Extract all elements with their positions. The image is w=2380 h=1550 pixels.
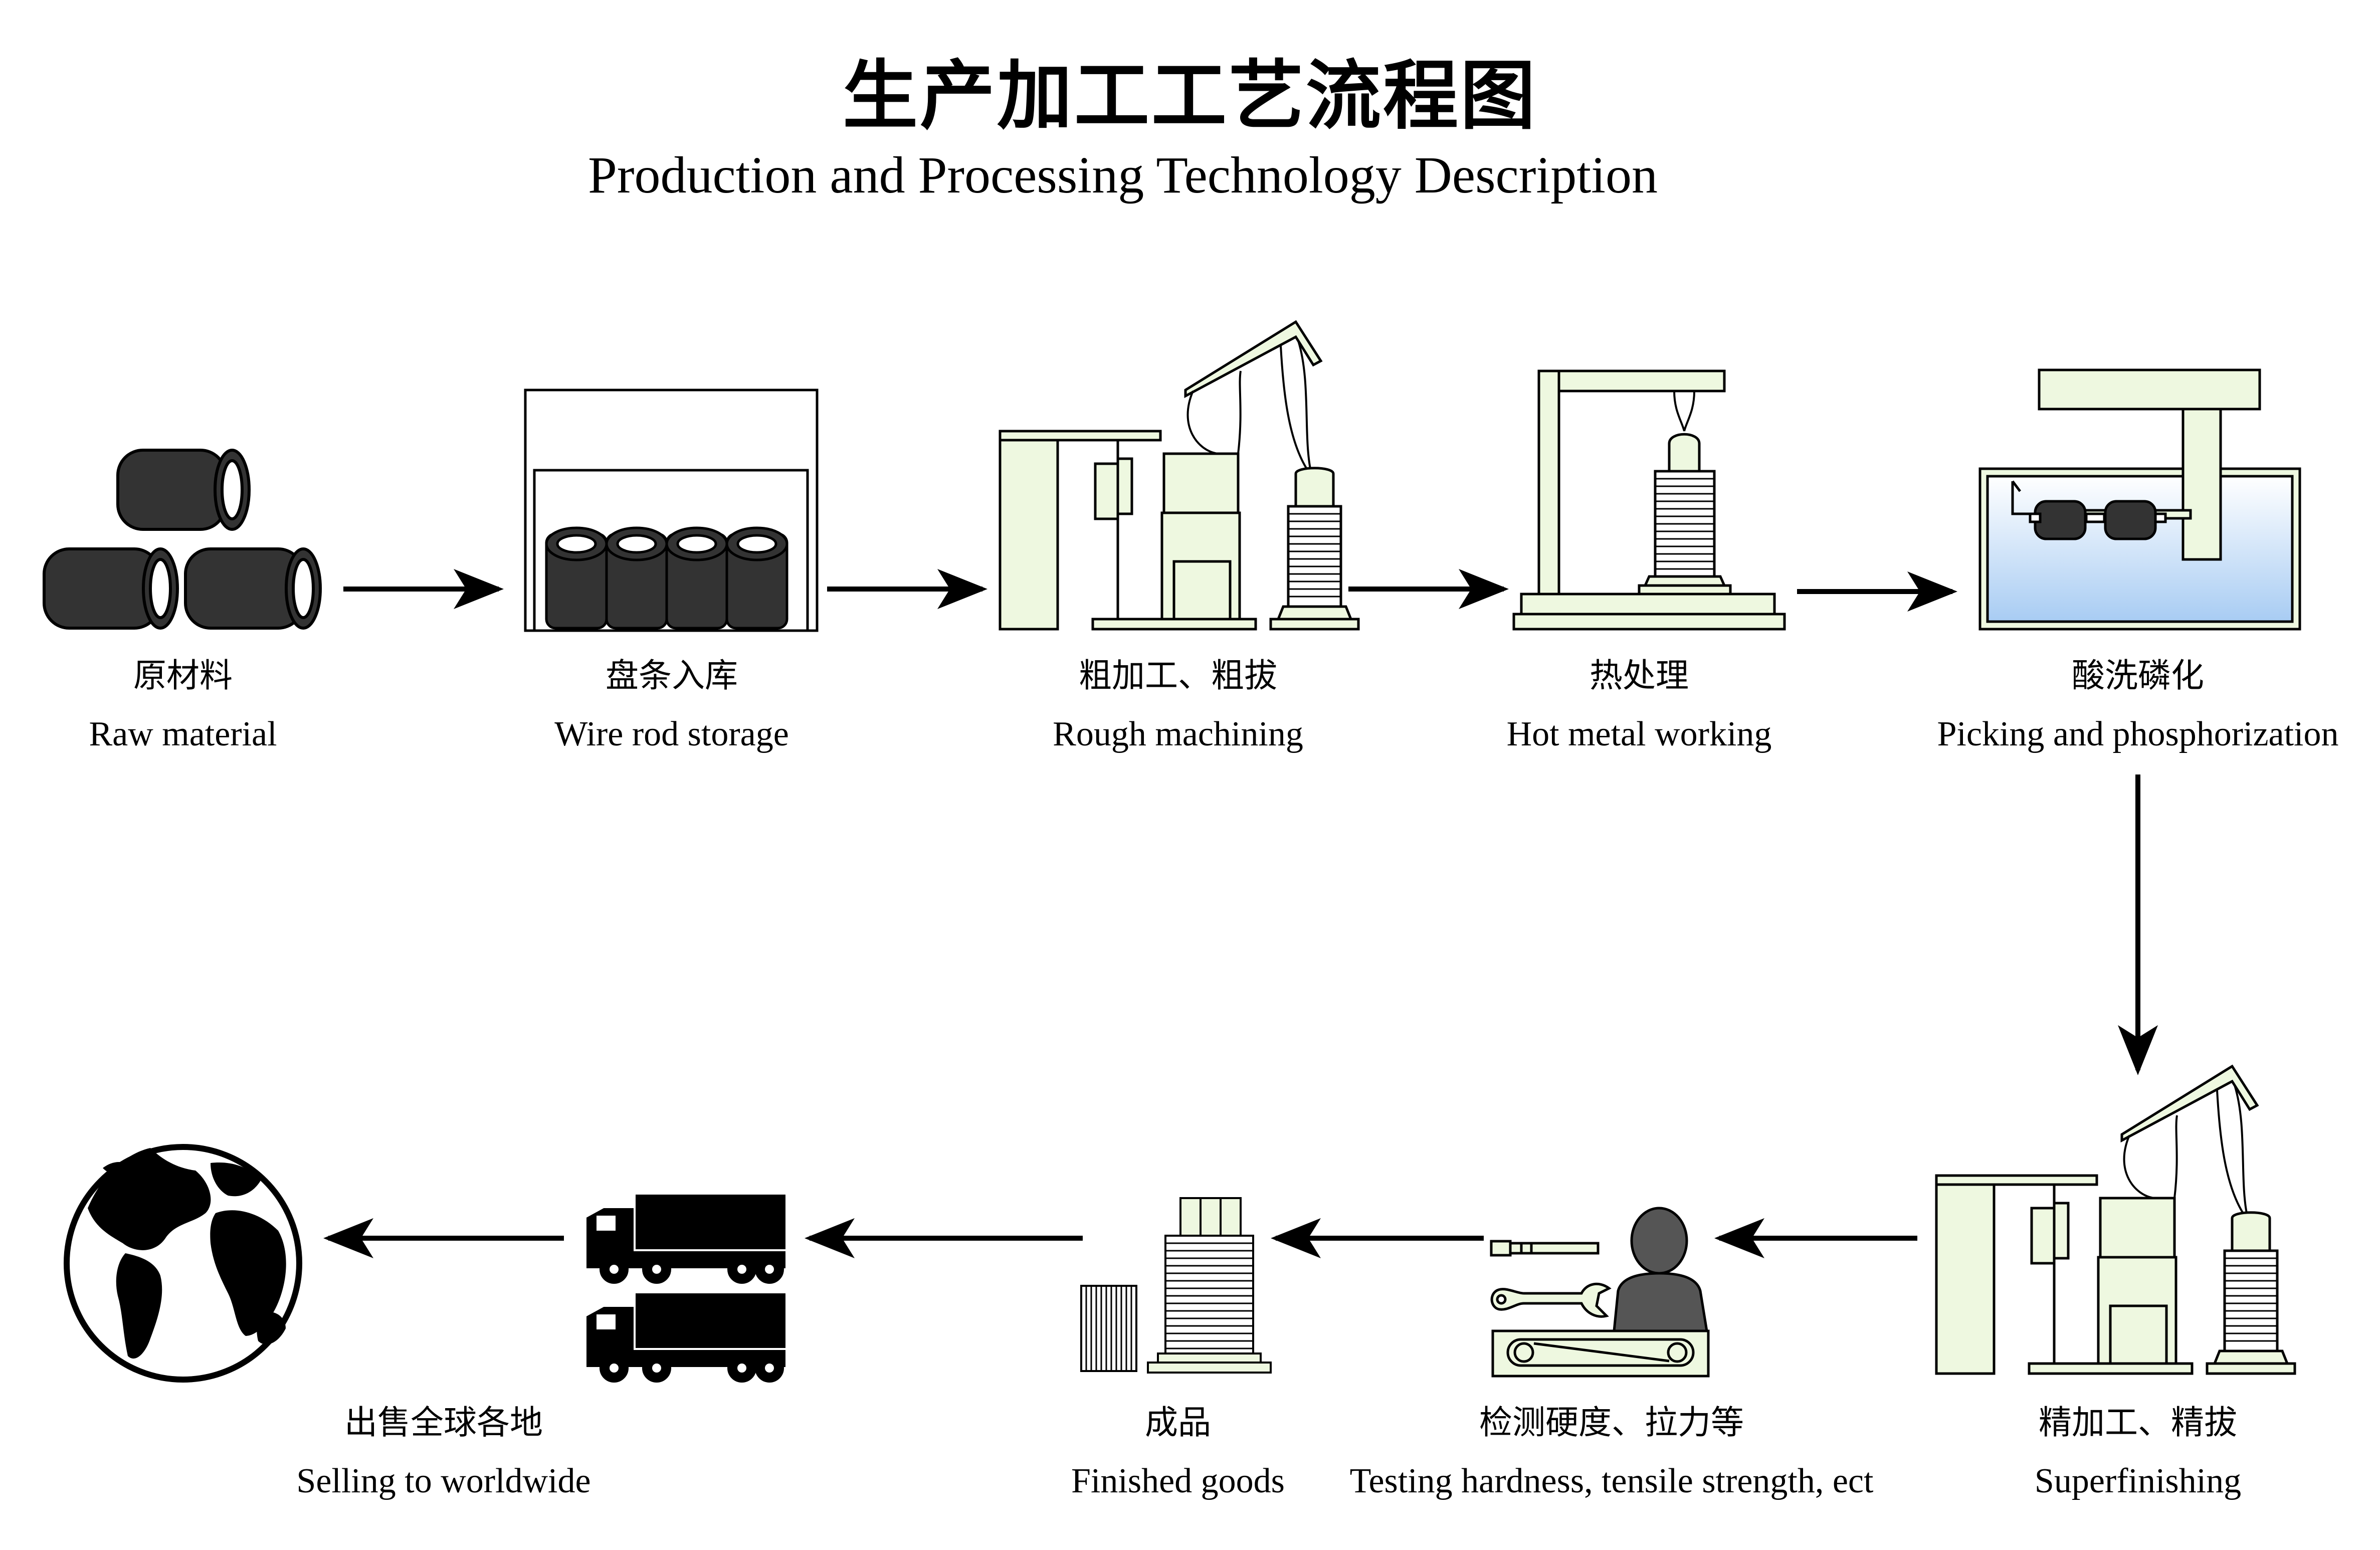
- step-label-selling: 出售全球各地 Selling to worldwide: [168, 1399, 719, 1509]
- step-label-cn: 原材料: [133, 656, 233, 695]
- heat-treatment-icon: [1512, 369, 1786, 631]
- step-label-en: Finished goods: [1071, 1462, 1285, 1500]
- person-icon: [1613, 1207, 1708, 1332]
- step-label-testing: 检测硬度、拉力等 Testing hardness, tensile stren…: [1336, 1399, 1887, 1509]
- step-label-cn: 精加工、精拔: [2039, 1403, 2237, 1442]
- step-label-cn: 成品: [1145, 1403, 1211, 1442]
- step-label-en: Testing hardness, tensile strength, ect: [1349, 1462, 1874, 1500]
- step-label-en: Picking and phosphorization: [1937, 715, 2339, 753]
- step-label-wire-rod-storage: 盘条入库 Wire rod storage: [396, 652, 947, 762]
- step-label-hot-metal-working: 热处理 Hot metal working: [1363, 652, 1915, 762]
- screwdriver-icon: [1490, 1240, 1600, 1257]
- warehouse-icon: [524, 389, 819, 632]
- wrench-icon: [1490, 1282, 1612, 1318]
- step-label-en: Selling to worldwide: [296, 1462, 591, 1500]
- step-label-cn: 热处理: [1590, 656, 1689, 695]
- step-label-cn: 检测硬度、拉力等: [1479, 1403, 1744, 1442]
- title-english: Production and Processing Technology Des…: [587, 146, 1658, 204]
- drawing-machine-icon-superfinishing: [1936, 1066, 2295, 1374]
- step-label-en: Superfinishing: [2034, 1462, 2242, 1500]
- inspector-tools-icon: [1490, 1207, 1710, 1378]
- conveyor-icon: [1491, 1329, 1710, 1378]
- step-label-superfinishing: 精加工、精拔 Superfinishing: [1862, 1399, 2380, 1509]
- title-chinese: 生产加工工艺流程图: [842, 53, 1537, 140]
- trucks-icon: [586, 1195, 785, 1383]
- step-label-rough-machining: 粗加工、粗拔 Rough machining: [902, 652, 1454, 762]
- globe-icon: [64, 1144, 302, 1383]
- step-label-en: Wire rod storage: [554, 715, 789, 753]
- step-label-cn: 出售全球各地: [344, 1403, 543, 1442]
- step-label-en: Rough machining: [1053, 715, 1303, 753]
- raw-material-coils-icon: [43, 449, 322, 630]
- truck-icon: [586, 1195, 785, 1284]
- flow-arrows: [323, 569, 2158, 1258]
- step-label-en: Raw material: [89, 715, 277, 753]
- finished-coil-icon: [1080, 1197, 1272, 1374]
- step-label-raw-material: 原材料 Raw material: [0, 652, 459, 762]
- step-label-cn: 酸洗磷化: [2072, 656, 2204, 695]
- step-label-en: Hot metal working: [1506, 715, 1772, 753]
- pickling-tank-icon: [1978, 368, 2301, 631]
- step-label-finished-goods: 成品 Finished goods: [902, 1399, 1454, 1509]
- truck-icon: [586, 1293, 785, 1383]
- drawing-machine-icon: [999, 320, 1360, 631]
- step-label-pickling: 酸洗磷化 Picking and phosphorization: [1862, 652, 2380, 762]
- step-label-cn: 粗加工、粗拔: [1079, 656, 1277, 695]
- step-label-cn: 盘条入库: [606, 656, 738, 695]
